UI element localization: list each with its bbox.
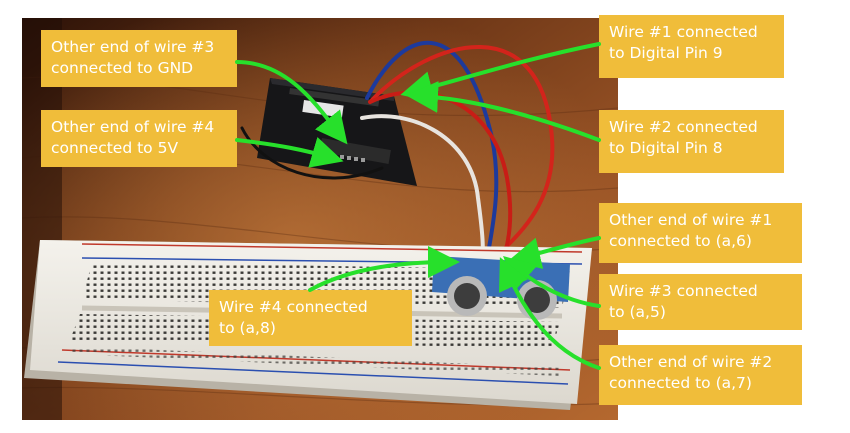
annotation-line: to Digital Pin 9	[609, 44, 723, 62]
annotation-line: Wire #2 connected	[609, 118, 758, 136]
annotation-wire4-5v: Other end of wire #4 connected to 5V	[41, 110, 237, 167]
annotation-wire1-pin9: Wire #1 connected to Digital Pin 9	[599, 15, 784, 78]
annotation-wire4-a8: Wire #4 connected to (a,8)	[209, 290, 412, 346]
annotation-wire3-a5: Wire #3 connected to (a,5)	[599, 274, 802, 330]
annotation-line: to (a,5)	[609, 303, 666, 321]
annotation-line: connected to 5V	[51, 139, 179, 157]
annotation-line: Other end of wire #3	[51, 38, 215, 56]
annotation-line: Other end of wire #2	[609, 353, 773, 371]
annotation-line: connected to (a,6)	[609, 232, 752, 250]
annotation-line: Other end of wire #1	[609, 211, 773, 229]
annotation-line: connected to (a,7)	[609, 374, 752, 392]
annotation-line: Wire #3 connected	[609, 282, 758, 300]
annotation-line: Wire #1 connected	[609, 23, 758, 41]
annotation-wire1-a6: Other end of wire #1 connected to (a,6)	[599, 203, 802, 263]
annotation-line: Other end of wire #4	[51, 118, 215, 136]
annotation-wire2-pin8: Wire #2 connected to Digital Pin 8	[599, 110, 784, 173]
annotation-wire2-a7: Other end of wire #2 connected to (a,7)	[599, 345, 802, 405]
annotation-line: connected to GND	[51, 59, 194, 77]
annotation-line: to Digital Pin 8	[609, 139, 723, 157]
annotation-wire3-gnd: Other end of wire #3 connected to GND	[41, 30, 237, 87]
annotation-line: Wire #4 connected	[219, 298, 368, 316]
annotation-line: to (a,8)	[219, 319, 276, 337]
